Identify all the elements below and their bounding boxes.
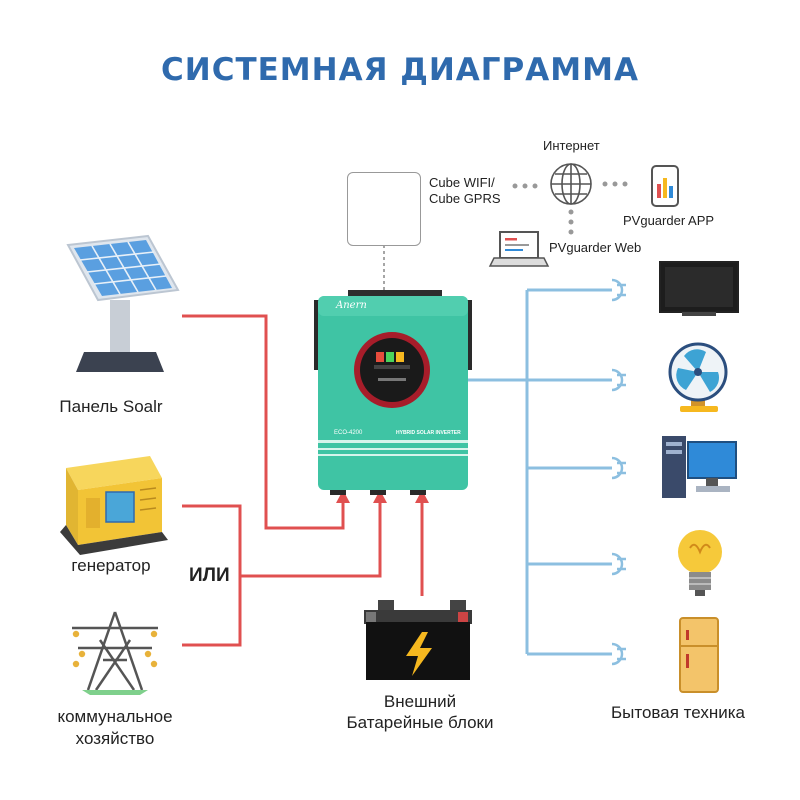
- generator-icon: [60, 456, 168, 555]
- utility-pylon-icon: [72, 611, 158, 691]
- wifi-label-line1: Cube WIFI/: [429, 175, 495, 190]
- inverter-device: [314, 290, 472, 495]
- arrow-grid: [373, 490, 387, 503]
- utility-label-line2: хозяйство: [75, 729, 155, 748]
- refrigerator-icon: [679, 617, 719, 693]
- light-bulb-icon: [678, 530, 722, 596]
- plug-icon: [611, 456, 626, 480]
- internet-label: Интернет: [543, 138, 600, 153]
- input-connections: [182, 314, 424, 647]
- smartphone-icon: [651, 165, 679, 207]
- solar-line: [182, 314, 345, 530]
- inverter-model: ECO-4200: [334, 430, 363, 436]
- or-label: ИЛИ: [189, 565, 230, 586]
- plug-icon: [611, 278, 626, 302]
- plug-icons: [611, 278, 626, 666]
- fan-icon: [668, 342, 728, 412]
- dotted-links: [512, 181, 628, 235]
- arrow-battery: [415, 490, 429, 503]
- laptop-icon: [488, 231, 550, 267]
- wifi-label-line2: Cube GPRS: [429, 191, 501, 206]
- plug-icon: [611, 642, 626, 666]
- loads-label: Бытовая техника: [611, 703, 745, 722]
- arrow-solar: [336, 490, 350, 503]
- wifi-dongle-box: [347, 172, 421, 246]
- input-arrowheads: [336, 490, 429, 503]
- battery-icon: [364, 600, 472, 680]
- inverter-brand: Anern: [336, 300, 367, 311]
- web-label: PVguarder Web: [549, 240, 642, 255]
- internet-globe-icon: [550, 163, 592, 205]
- output-connections: [468, 288, 612, 656]
- inverter-type: HYBRID SOLAR INVERTER: [396, 430, 461, 436]
- tv-icon: [659, 261, 739, 316]
- battery-label-line1: Внешний: [383, 692, 457, 711]
- solar-panel-label: Панель Soalr: [59, 397, 163, 416]
- app-label: PVguarder APP: [623, 213, 715, 228]
- plug-icon: [611, 368, 626, 392]
- solar-panel-icon: [66, 234, 180, 372]
- battery-label-line2: Батарейные блоки: [346, 713, 494, 732]
- pylon-insulators: [72, 630, 158, 668]
- utility-label-line1: коммунальное: [57, 707, 173, 726]
- page-title: СИСТЕМНАЯ ДИАГРАММА: [161, 52, 639, 88]
- computer-icon: [662, 436, 737, 498]
- grid-line: [240, 500, 382, 578]
- plug-icon: [611, 552, 626, 576]
- generator-label: генератор: [71, 556, 151, 575]
